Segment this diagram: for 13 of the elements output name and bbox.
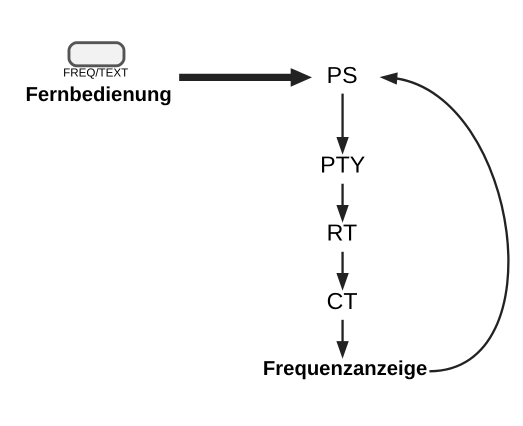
arrow: [179, 68, 312, 86]
node-text: CT: [326, 287, 358, 314]
node-text: PTY: [320, 151, 366, 178]
arrow: [336, 93, 349, 154]
arrow: [336, 183, 349, 222]
node-text: RT: [326, 219, 358, 246]
node-label: Fernbedienung: [26, 83, 172, 106]
node-text: Frequenzanzeige: [262, 358, 428, 380]
arrow: [336, 319, 349, 358]
arrow: [336, 251, 349, 290]
node-label: FREQ/TEXT: [63, 67, 128, 80]
node-text: PS: [326, 61, 358, 88]
arrow: [380, 72, 510, 372]
